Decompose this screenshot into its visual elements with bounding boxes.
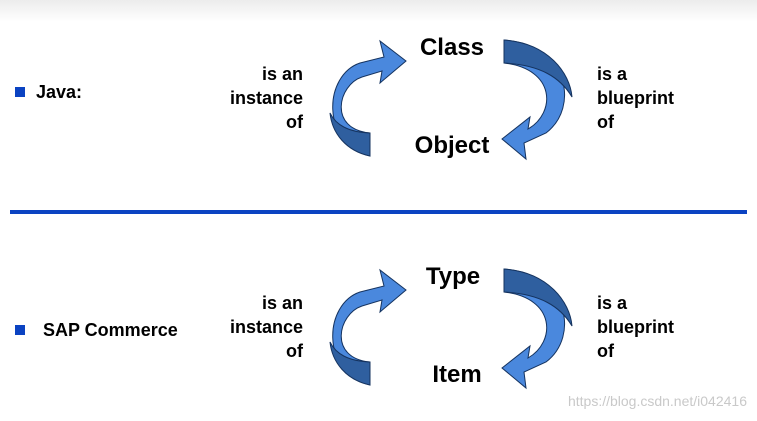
right-curved-arrow (501, 268, 573, 390)
bullet-icon (15, 325, 25, 335)
cycle-arrows-diagram (329, 268, 573, 390)
left-curved-arrow (329, 39, 407, 157)
relation-line: is an (261, 293, 303, 313)
relation-line: of (286, 341, 303, 361)
top-node-label: Type (425, 263, 481, 290)
section-divider (10, 210, 747, 214)
top-shading (0, 0, 757, 22)
left-relation: is an instance of (230, 62, 303, 134)
bullet-icon (15, 87, 25, 97)
relation-line: of (286, 112, 303, 132)
relation-line: instance (229, 88, 303, 108)
relation-line: blueprint (597, 88, 674, 108)
left-relation: is an instance of (230, 291, 303, 363)
bottom-node-label: Item (432, 361, 482, 388)
bottom-node-label: Object (414, 132, 490, 159)
relation-line: is an (261, 64, 303, 84)
section-label: Java: (36, 82, 83, 102)
relation-line: is a (597, 293, 628, 313)
relation-line: blueprint (597, 317, 674, 337)
right-relation: is a blueprint of (597, 291, 674, 363)
relation-line: of (597, 112, 614, 132)
section-label: SAP Commerce (43, 320, 178, 340)
watermark-text: https://blog.csdn.net/i042416 (567, 393, 747, 409)
relation-line: of (597, 341, 614, 361)
right-relation: is a blueprint of (597, 62, 674, 134)
cycle-arrows-diagram (329, 39, 573, 161)
relation-line: instance (229, 317, 303, 337)
right-curved-arrow (501, 39, 573, 161)
relation-line: is a (597, 64, 628, 84)
left-curved-arrow (329, 268, 407, 386)
top-node-label: Class (419, 34, 485, 61)
